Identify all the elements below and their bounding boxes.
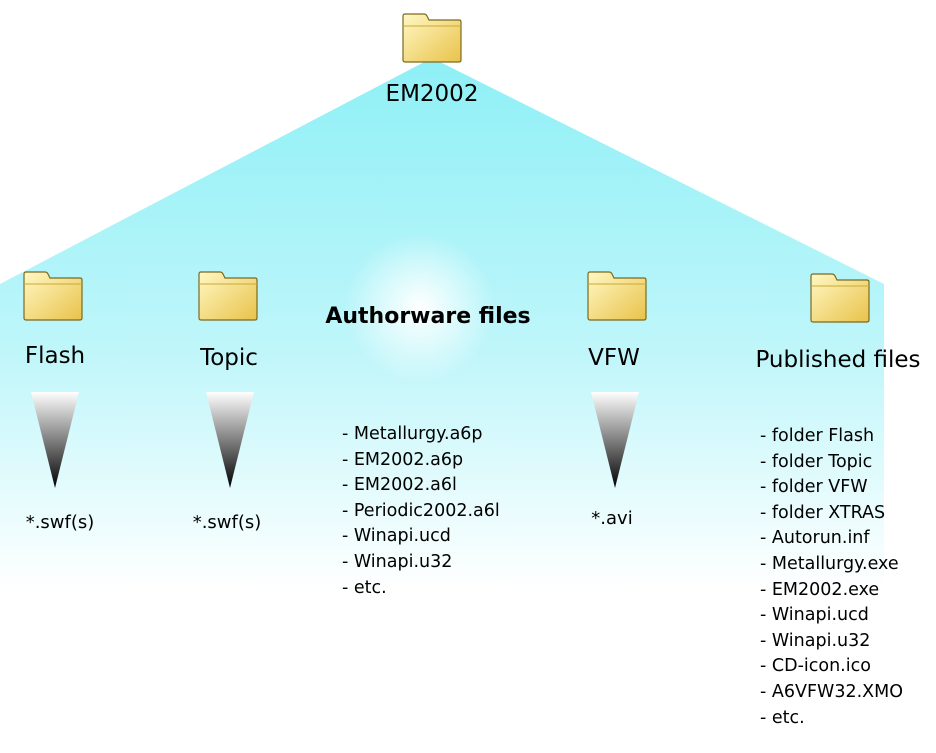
list-item: - EM2002.exe — [760, 579, 880, 600]
published-folder-icon — [810, 273, 870, 323]
topic-result-label: *.swf(s) — [192, 512, 262, 533]
root-folder-icon — [402, 13, 462, 63]
vfw-folder-label: VFW — [588, 345, 640, 371]
list-item: - folder VFW — [760, 477, 868, 498]
list-item: - EM2002.a6l — [342, 475, 457, 496]
flash-folder-label: Flash — [24, 343, 86, 369]
authorware-title: Authorware files — [325, 304, 531, 329]
topic-folder-label: Topic — [200, 345, 258, 371]
list-item: - Winapi.ucd — [760, 605, 869, 626]
list-item: - CD-icon.ico — [760, 656, 871, 677]
list-item: - Winapi.u32 — [342, 551, 453, 572]
flash-down-arrow — [31, 392, 79, 488]
vfw-down-arrow — [591, 392, 639, 488]
flash-result-label: *.swf(s) — [25, 512, 95, 533]
vfw-folder-icon — [587, 271, 647, 321]
flash-folder-icon — [23, 271, 83, 321]
list-item: - folder XTRAS — [760, 502, 886, 523]
topic-folder-icon — [198, 271, 258, 321]
root-folder-label: EM2002 — [385, 81, 479, 107]
published-file-list: - folder Flash - folder Topic - folder V… — [760, 424, 903, 731]
authorware-file-list: - Metallurgy.a6p - EM2002.a6p - EM2002.a… — [342, 422, 500, 601]
list-item: - Periodic2002.a6l — [342, 500, 500, 521]
list-item: - Metallurgy.exe — [760, 553, 899, 574]
list-item: - folder Topic — [760, 451, 873, 472]
list-item: - Winapi.ucd — [342, 526, 451, 547]
vfw-result-label: *.avi — [591, 508, 633, 529]
list-item: - Metallurgy.a6p — [342, 424, 483, 444]
list-item: - etc. — [760, 707, 805, 728]
topic-down-arrow — [206, 392, 254, 488]
list-item: - Autorun.inf — [760, 528, 870, 549]
list-item: - folder Flash — [760, 426, 875, 446]
published-folder-label: Published files — [755, 347, 921, 373]
list-item: - Winapi.u32 — [760, 630, 871, 651]
list-item: - etc. — [342, 577, 387, 598]
list-item: - A6VFW32.XMO — [760, 681, 904, 702]
list-item: - EM2002.a6p — [342, 449, 464, 470]
